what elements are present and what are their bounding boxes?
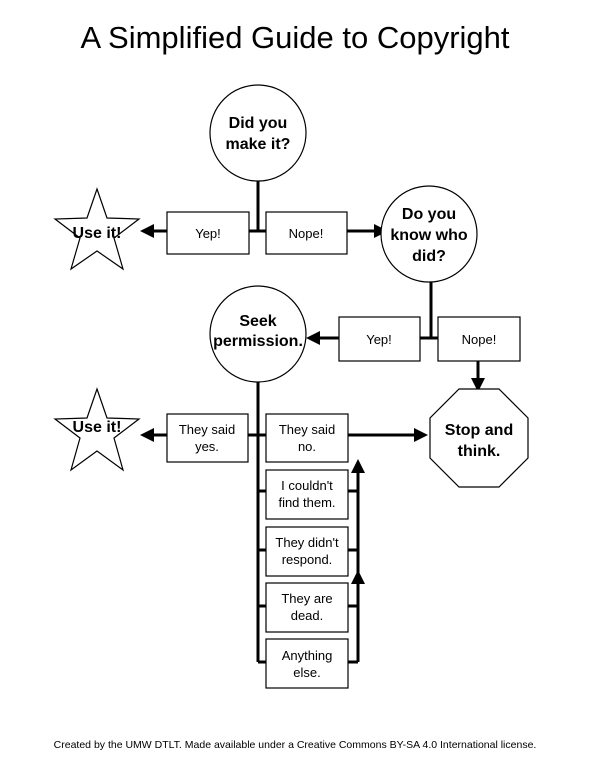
box-didnt-respond: They didn't respond. (265, 526, 349, 577)
box-label: They are (281, 591, 332, 606)
arrow-up-icon (351, 570, 365, 584)
node-label: know who (390, 227, 468, 244)
box-they-said-no: They said no. (265, 413, 349, 463)
node-label: Use it! (73, 225, 122, 242)
box-label: Nope! (462, 332, 497, 347)
box-label: I couldn't (281, 478, 333, 493)
answer-box (166, 413, 249, 463)
node-label: Do you (402, 206, 456, 223)
star-shape (53, 187, 141, 271)
license-footer: Created by the UMW DTLT. Made available … (54, 739, 537, 751)
answer-box (338, 316, 421, 362)
box-yep-1: Yep! (166, 211, 250, 255)
stop-octagon (429, 388, 529, 488)
arrow-right-icon (414, 428, 428, 442)
node-label: permission. (213, 333, 303, 350)
answer-box (437, 316, 521, 362)
box-they-said-yes: They said yes. (166, 413, 249, 463)
star-shape (53, 387, 141, 472)
answer-box (265, 582, 349, 633)
arrow-up-icon (351, 459, 365, 473)
node-label: think. (458, 443, 501, 460)
node-label: make it? (226, 136, 291, 153)
box-label: Yep! (366, 332, 392, 347)
decision-circle (209, 84, 307, 182)
box-label: Yep! (195, 226, 221, 241)
node-use-it-bottom: Use it! (53, 387, 141, 472)
node-label: Stop and (445, 422, 513, 439)
box-couldnt-find: I couldn't find them. (265, 469, 349, 520)
box-nope-1: Nope! (265, 211, 348, 255)
decision-circle (209, 285, 307, 383)
box-label: find them. (278, 495, 335, 510)
node-label: Seek (239, 313, 276, 330)
page-title: A Simplified Guide to Copyright (80, 20, 509, 55)
arrow-down-icon (471, 378, 485, 392)
box-label: yes. (195, 439, 219, 454)
box-nope-2: Nope! (437, 316, 521, 362)
node-label: did? (412, 248, 446, 265)
arrow-left-icon (140, 428, 154, 442)
answer-box (166, 211, 250, 255)
box-yep-2: Yep! (338, 316, 421, 362)
node-label: Did you (229, 115, 288, 132)
box-label: respond. (282, 552, 333, 567)
box-label: They didn't (275, 535, 339, 550)
node-stop-and-think: Stop and think. (429, 388, 529, 488)
node-label: Use it! (73, 419, 122, 436)
box-label: dead. (291, 608, 324, 623)
box-label: They said (279, 422, 335, 437)
answer-box (265, 638, 349, 689)
node-seek-permission: Seek permission. (209, 285, 307, 383)
arrow-left-icon (306, 331, 320, 345)
answer-box (265, 211, 348, 255)
answer-box (265, 413, 349, 463)
decision-circle (380, 185, 478, 283)
node-did-you-make-it: Did you make it? (209, 84, 307, 182)
answer-box (265, 469, 349, 520)
node-do-you-know-who: Do you know who did? (380, 185, 478, 283)
box-label: else. (293, 665, 320, 680)
answer-box (265, 526, 349, 577)
box-label: Anything (282, 648, 333, 663)
box-anything-else: Anything else. (265, 638, 349, 689)
box-label: They said (179, 422, 235, 437)
box-label: no. (298, 439, 316, 454)
arrowheads (140, 224, 485, 584)
arrow-left-icon (140, 224, 154, 238)
box-label: Nope! (289, 226, 324, 241)
node-use-it-top: Use it! (53, 187, 141, 271)
box-they-are-dead: They are dead. (265, 582, 349, 633)
